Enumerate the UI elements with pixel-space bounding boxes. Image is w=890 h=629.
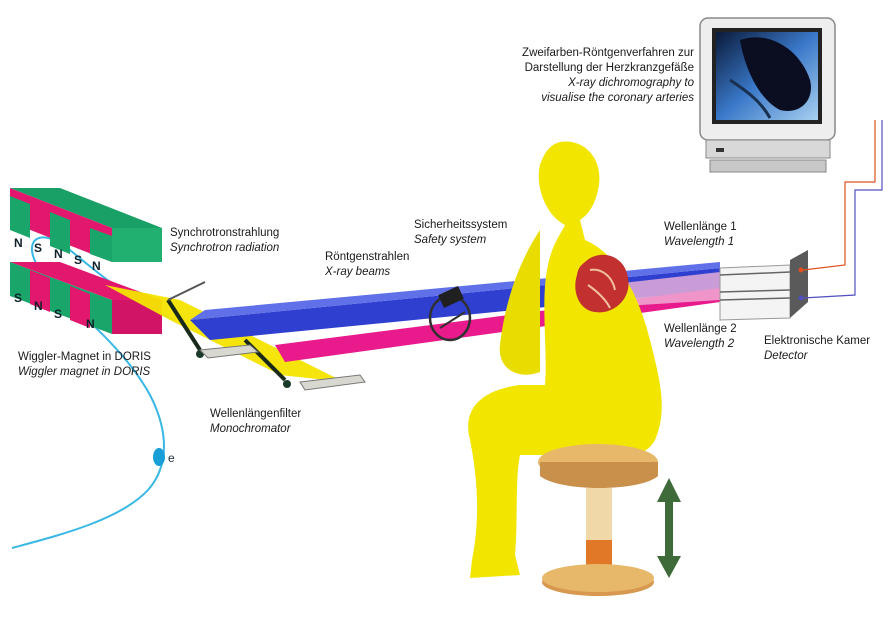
label-dichromography-de2: Darstellung der Herzkranzgefäße — [524, 62, 694, 74]
safety-system — [428, 286, 472, 342]
label-synchrotron-en: Synchrotron radiation — [170, 242, 280, 254]
monochromator-crystals — [166, 281, 366, 391]
heart — [575, 254, 629, 313]
label-synchrotron: Synchrotronstrahlung Synchrotron radiati… — [170, 226, 279, 256]
label-xray-beams-de: Röntgenstrahlen — [325, 251, 410, 263]
label-dichromography-de1: Zweifarben-Röntgenverfahren zur — [522, 47, 694, 59]
detector-camera — [719, 250, 808, 321]
electron-symbol: e — [168, 451, 175, 465]
magnet-pole-bottom-1: N — [34, 299, 43, 313]
label-wiggler: Wiggler-Magnet in DORIS Wiggler magnet i… — [18, 350, 151, 380]
magnet-pole-top-4: N — [92, 259, 101, 273]
label-safety-de: Sicherheitssystem — [414, 219, 508, 231]
stool — [538, 444, 658, 596]
label-monochromator: Wellenlängenfilter Monochromator — [210, 407, 301, 437]
magnet-top-face — [10, 188, 162, 228]
label-wavelength2: Wellenlänge 2 Wavelength 2 — [664, 322, 737, 352]
label-wavelength2-en: Wavelength 2 — [664, 338, 735, 350]
magnet-pole-bottom-3: N — [86, 317, 95, 331]
magnet-pole-bottom-0: S — [14, 291, 22, 305]
label-dichromography: Zweifarben-Röntgenverfahren zur Darstell… — [492, 46, 694, 106]
patient-figure — [468, 141, 662, 579]
label-detector-en: Detector — [764, 350, 808, 362]
label-wavelength1: Wellenlänge 1 Wavelength 1 — [664, 220, 737, 250]
label-dichromography-en2: visualise the coronary arteries — [541, 92, 694, 104]
label-dichromography-en1: X-ray dichromography to — [568, 77, 694, 89]
magnet-top-stripe1 — [10, 196, 30, 238]
magnet-bottom-stripe1 — [30, 270, 50, 312]
cable-blue — [802, 120, 883, 299]
label-safety-en: Safety system — [414, 234, 487, 246]
magnet-top-stripe3 — [90, 228, 112, 262]
label-detector-de: Elektronische Kamer — [764, 335, 871, 347]
magnet-bottom-stripe2 — [70, 286, 90, 328]
magnet-pole-top-1: S — [34, 241, 42, 255]
label-wiggler-en: Wiggler magnet in DORIS — [18, 366, 151, 378]
magnet-top-stripe2 — [50, 212, 70, 254]
label-wavelength1-de: Wellenlänge 1 — [664, 221, 737, 233]
magnet-top-end — [112, 228, 162, 262]
label-wavelength2-de: Wellenlänge 2 — [664, 323, 737, 335]
label-detector: Elektronische Kamer Detector — [764, 334, 870, 364]
magnet-pole-bottom-2: S — [54, 307, 62, 321]
label-xray-beams: Röntgenstrahlen X-ray beams — [325, 250, 409, 280]
electron-dot — [153, 448, 165, 466]
label-monochromator-de: Wellenlängenfilter — [210, 408, 302, 420]
magnet-pole-top-2: N — [54, 247, 63, 261]
cable-red — [802, 120, 876, 271]
magnet-pole-top-3: S — [74, 253, 82, 267]
magnet-pole-top-0: N — [14, 236, 23, 250]
label-xray-beams-en: X-ray beams — [325, 266, 391, 278]
label-synchrotron-de: Synchrotronstrahlung — [170, 227, 280, 239]
height-arrow — [657, 478, 681, 578]
label-monochromator-en: Monochromator — [210, 423, 291, 435]
monitor — [699, 17, 836, 173]
label-wavelength1-en: Wavelength 1 — [664, 236, 735, 248]
label-wiggler-de: Wiggler-Magnet in DORIS — [18, 351, 151, 363]
label-safety: Sicherheitssystem Safety system — [414, 218, 507, 248]
wiggler-magnet: N S N S N S N S N — [10, 188, 162, 334]
